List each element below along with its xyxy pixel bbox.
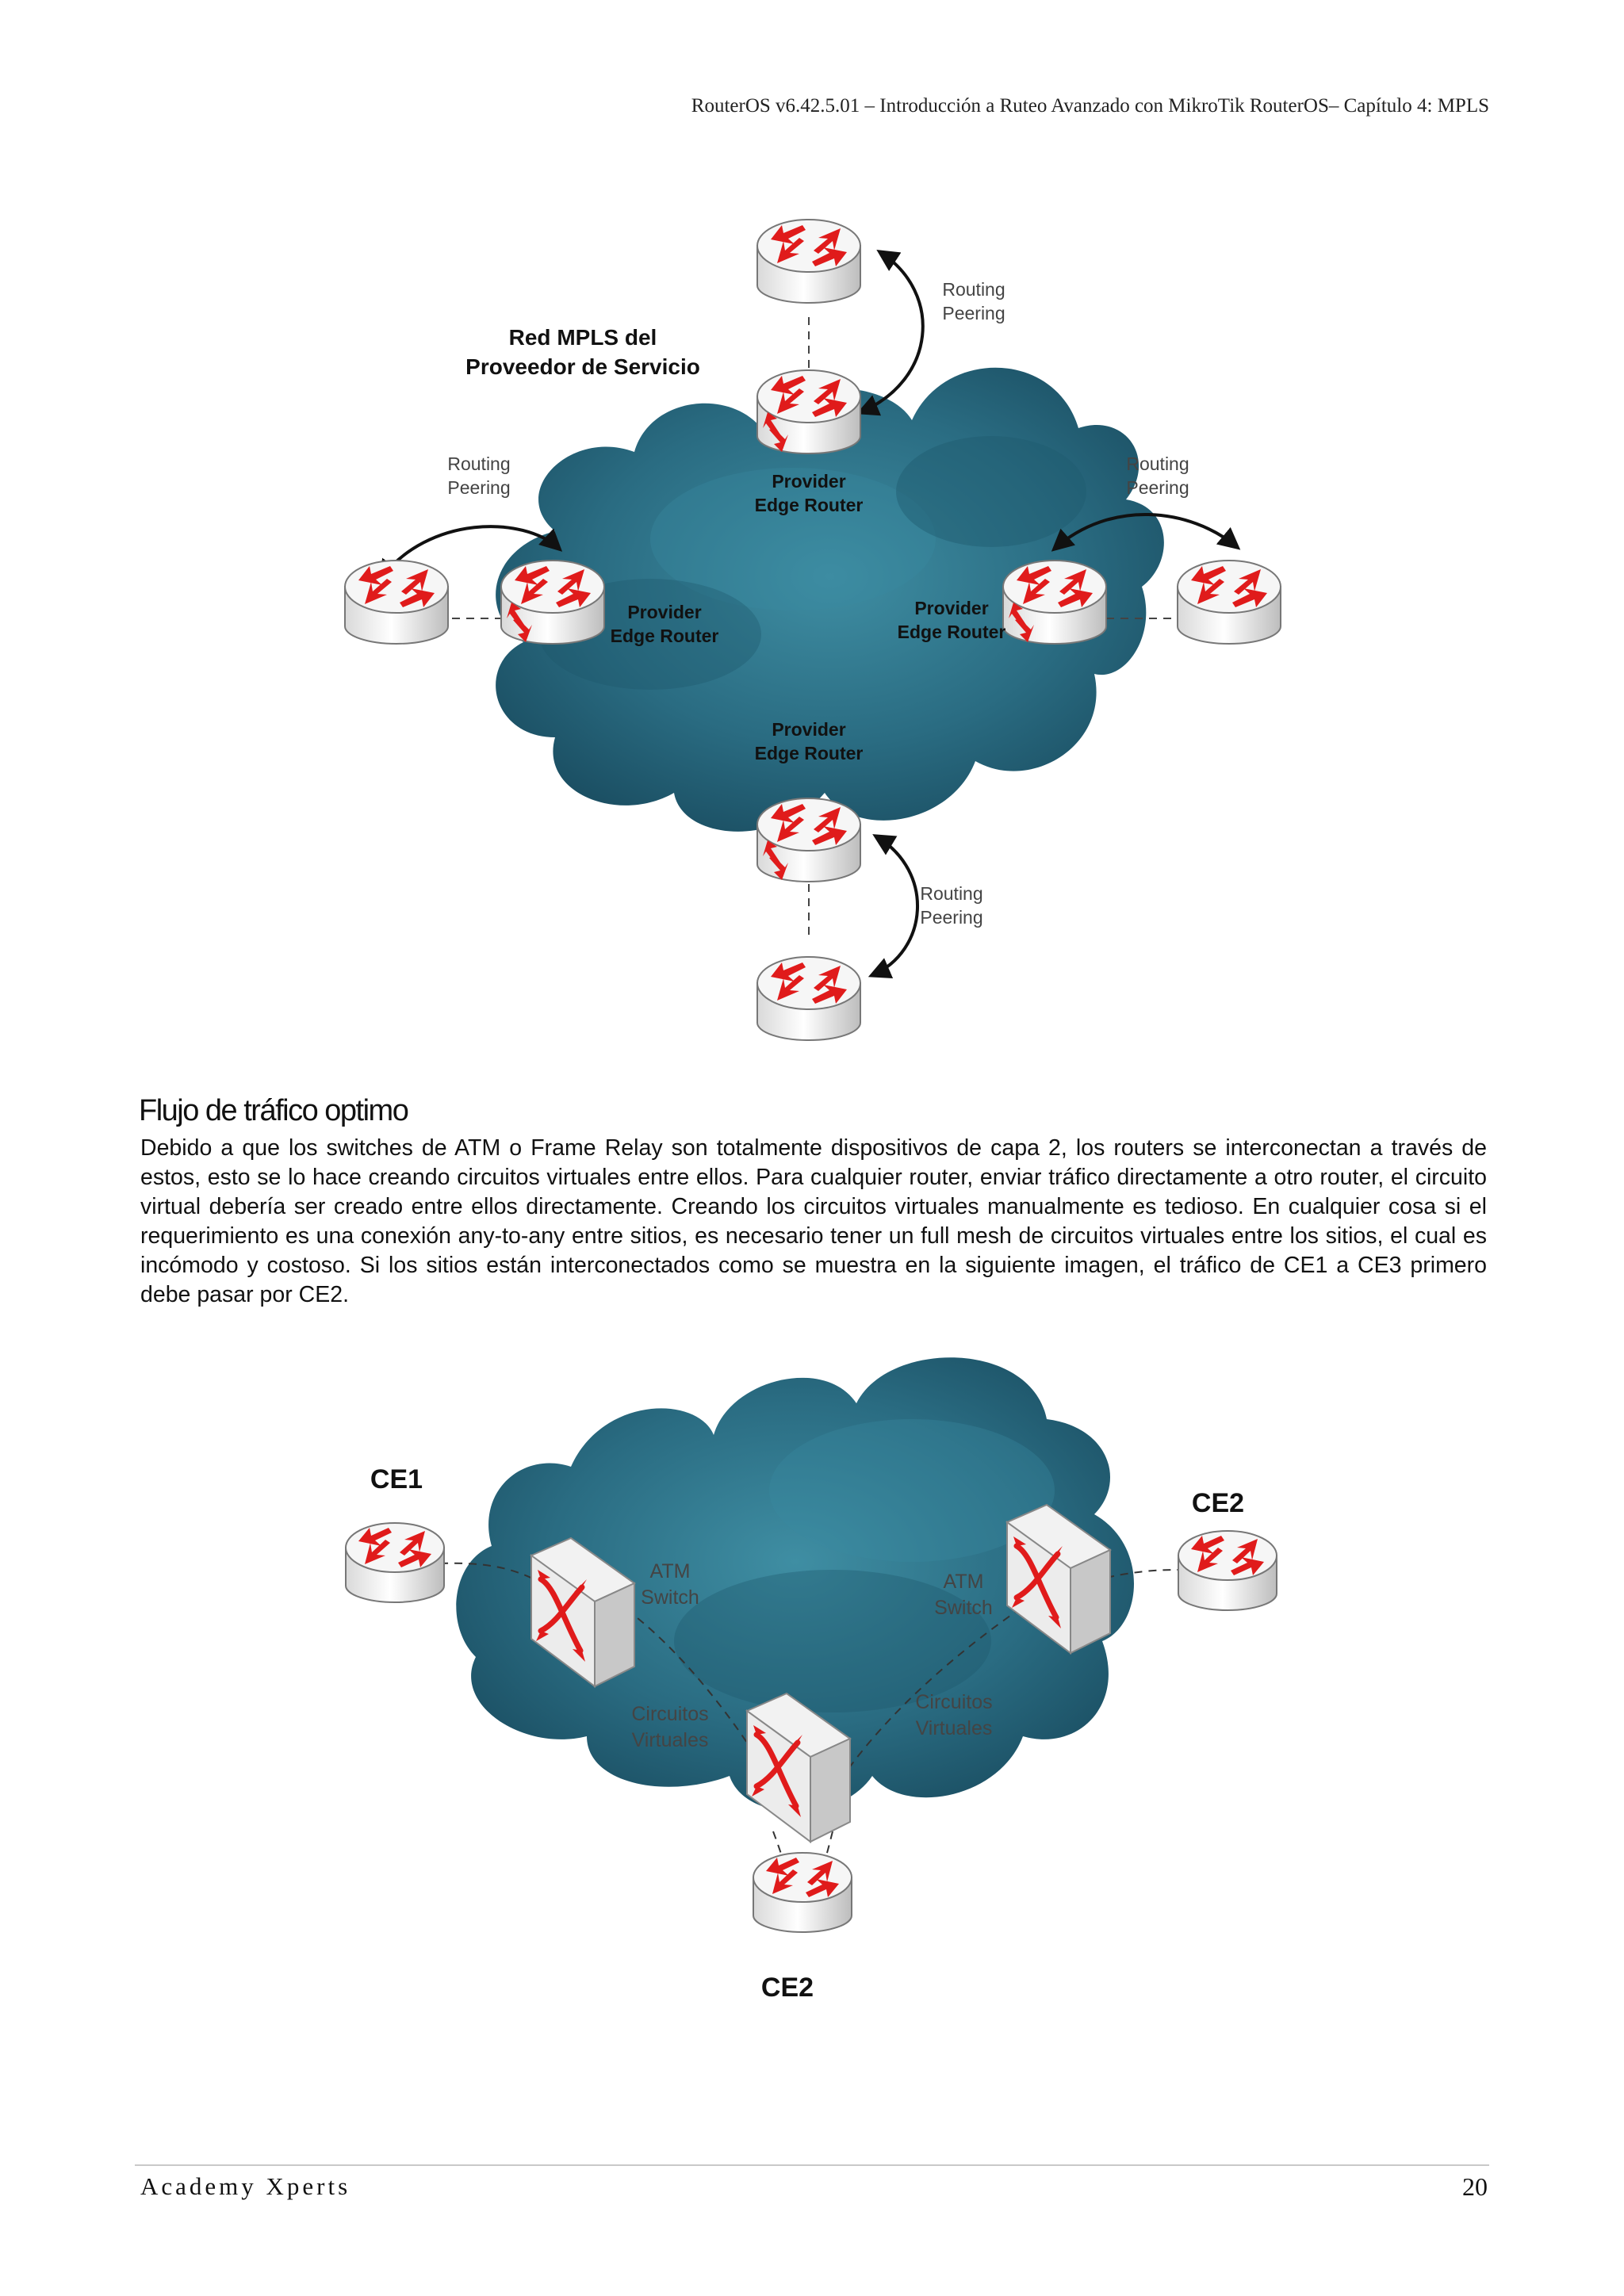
ce2-router-bottom (753, 1852, 852, 1933)
vc-left-line1: Circuitos (631, 1703, 708, 1725)
pe-label-bottom-line1: Provider (772, 719, 845, 740)
ce2-router-right (1178, 1530, 1277, 1611)
routing-peering-top-line2: Peering (942, 303, 1005, 323)
vc-left-line2: Virtuales (632, 1729, 709, 1751)
network-title-line2: Proveedor de Servicio (465, 354, 700, 379)
vc-right-line1: Circuitos (915, 1691, 992, 1713)
atm-switch-right-line2: Switch (934, 1597, 993, 1619)
provider-edge-router-top (757, 370, 860, 453)
mpls-network-diagram: Red MPLS del Proveedor de Servicio Routi… (0, 190, 1624, 1062)
atm-switch-left-line2: Switch (641, 1586, 699, 1609)
network-title-line1: Red MPLS del (509, 325, 657, 350)
customer-router-right (1177, 560, 1281, 645)
page-number: 20 (1462, 2172, 1488, 2201)
atm-cloud (456, 1357, 1134, 1812)
body-paragraph: Debido a que los switches de ATM o Frame… (140, 1135, 1487, 1307)
pe-label-left-line2: Edge Router (611, 626, 719, 646)
footer-brand: Academy Xperts (140, 2172, 351, 2200)
pe-label-left-line1: Provider (627, 602, 701, 622)
routing-peering-bottom-line1: Routing (920, 883, 982, 904)
ce1-label: CE1 (370, 1464, 423, 1494)
routing-peering-left-line2: Peering (447, 477, 510, 498)
routing-peering-left-line1: Routing (447, 453, 510, 474)
routing-peering-top-line1: Routing (942, 279, 1005, 300)
footer-divider (135, 2164, 1489, 2166)
ce2-right-label: CE2 (1192, 1488, 1244, 1518)
customer-router-left (344, 560, 449, 645)
atm-virtual-circuits-diagram: CE1 CE2 CE2 ATM Switch ATM Switch Circui… (0, 1308, 1624, 2022)
pe-label-top-line2: Edge Router (755, 495, 864, 515)
pe-label-bottom-line2: Edge Router (755, 743, 864, 763)
provider-edge-router-right (1003, 561, 1106, 644)
provider-edge-router-left (501, 561, 604, 644)
pe-label-right-line2: Edge Router (898, 622, 1006, 642)
routing-peering-right-line1: Routing (1126, 453, 1189, 474)
atm-switch-right-line1: ATM (944, 1571, 984, 1593)
pe-label-right-line1: Provider (914, 598, 988, 618)
atm-switch-left-line1: ATM (650, 1560, 691, 1582)
routing-peering-right-line2: Peering (1126, 477, 1189, 498)
section-title: Flujo de tráfico optimo (139, 1094, 409, 1127)
provider-edge-router-bottom (757, 798, 860, 882)
page-header: RouterOS v6.42.5.01 – Introducción a Rut… (691, 95, 1489, 117)
customer-router-top (756, 219, 861, 304)
ce2-bottom-label: CE2 (761, 1973, 814, 2003)
pe-label-top-line1: Provider (772, 471, 845, 492)
customer-router-bottom (756, 956, 861, 1041)
routing-peering-bottom-line2: Peering (920, 907, 982, 928)
ce1-router (345, 1522, 445, 1603)
vc-right-line2: Virtuales (916, 1717, 993, 1739)
